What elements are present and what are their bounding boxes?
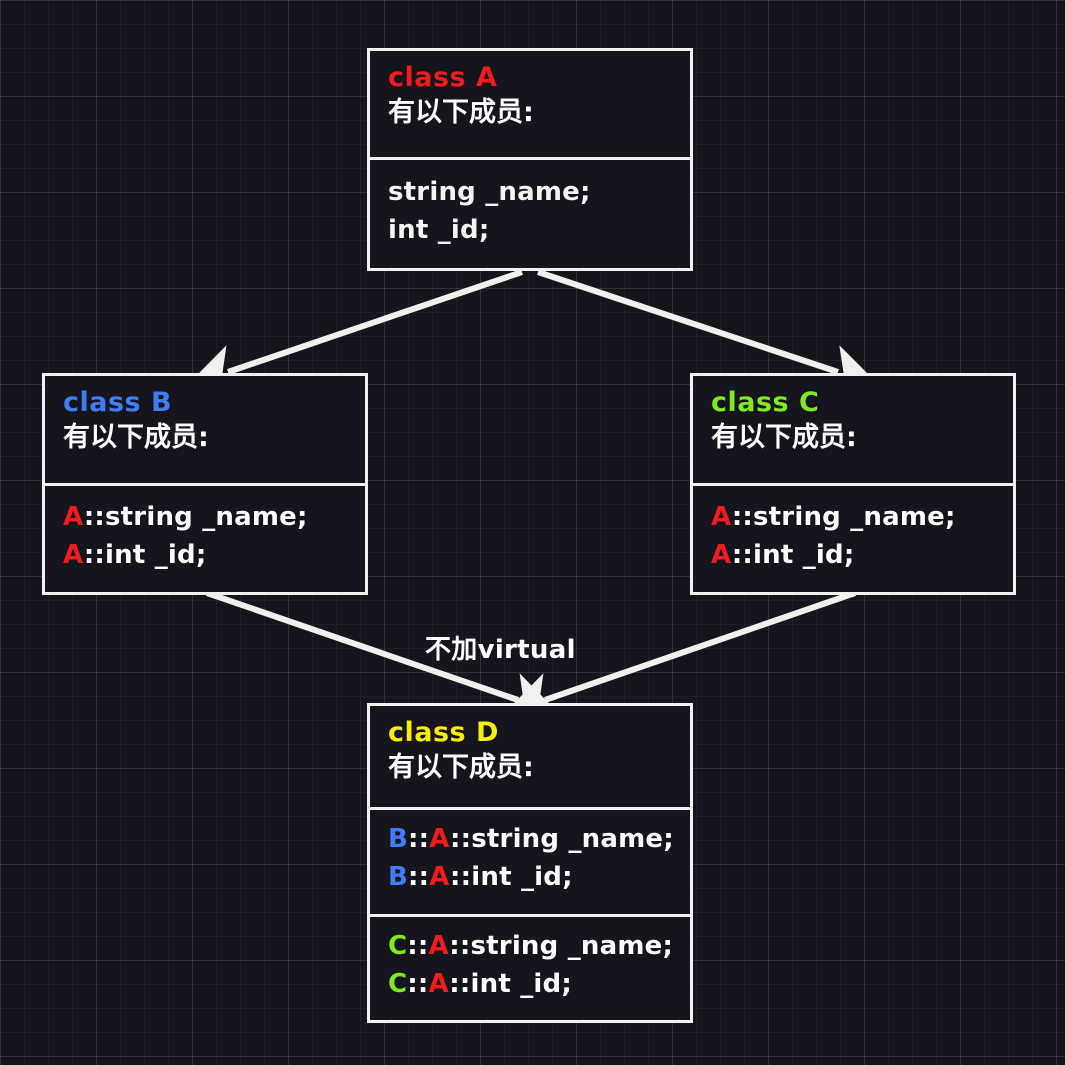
class-c-header-section: class C 有以下成员: [693, 376, 1013, 486]
class-a-member-1: string _name; [388, 177, 591, 207]
class-b-member-1-owner: A [63, 502, 84, 532]
class-d-name: D [476, 717, 499, 748]
edge-label-no-virtual: 不加virtual [425, 635, 576, 665]
class-b-header-section: class B 有以下成员: [45, 376, 365, 486]
class-d-b-member-2-sep: :: [408, 861, 430, 892]
class-d-b-member-1: B::A::string _name; [388, 821, 674, 859]
class-b-member-2-rest: ::int _id; [83, 539, 207, 570]
class-a-member-2: int _id; [388, 214, 490, 245]
class-d-b-member-2-rest: ::int _id; [450, 861, 573, 892]
class-d-members-section-b: B::A::string _name; B::A::int _id; [370, 810, 690, 917]
class-c-member-1: A::string _name; [711, 499, 995, 537]
class-d-b-member-1-owner: B [388, 824, 409, 854]
class-b-name: B [151, 387, 173, 418]
class-b-members-section: A::string _name; A::int _id; [45, 486, 365, 586]
class-b-member-1-rest: ::string _name; [83, 502, 308, 532]
class-c-heading: 有以下成员: [711, 421, 857, 453]
class-a-keyword: class [388, 62, 467, 93]
class-d-c-member-1: C::A::string _name; [388, 928, 674, 966]
class-d-b-member-2-base: A [429, 861, 451, 892]
class-b-member-2-owner: A [63, 539, 84, 570]
class-c-member-1-owner: A [711, 502, 732, 532]
class-d-b-member-1-sep: :: [408, 824, 430, 854]
class-d-b-member-2: B::A::int _id; [388, 859, 672, 897]
class-box-b[interactable]: class B 有以下成员: A::string _name; A::int _… [42, 373, 368, 595]
class-b-title: class B [63, 386, 347, 421]
class-d-c-member-1-rest: ::string _name; [449, 931, 674, 961]
class-d-keyword: class [388, 717, 467, 748]
class-d-c-member-2-owner: C [388, 968, 408, 999]
class-d-b-member-1-rest: ::string _name; [450, 824, 674, 854]
edge-a-to-c [537, 269, 881, 395]
class-c-keyword: class [711, 387, 790, 418]
class-d-header-section: class D 有以下成员: [370, 706, 690, 810]
class-c-members-section: A::string _name; A::int _id; [693, 486, 1013, 586]
class-c-member-1-rest: ::string _name; [731, 502, 956, 532]
edge-a-to-b [185, 269, 523, 395]
class-a-heading: 有以下成员: [388, 96, 534, 128]
class-c-member-2-owner: A [711, 539, 732, 570]
class-b-member-1: A::string _name; [63, 499, 347, 537]
class-a-title: class A [388, 61, 672, 96]
class-a-name: A [476, 62, 498, 93]
class-a-header-section: class A 有以下成员: [370, 51, 690, 160]
edge-c-to-d [503, 590, 856, 723]
class-a-members-section: string _name; int _id; [370, 160, 690, 261]
class-d-c-member-1-owner: C [388, 931, 408, 961]
class-d-b-member-1-base: A [429, 824, 451, 854]
class-b-heading: 有以下成员: [63, 421, 209, 453]
class-d-c-member-2-sep: :: [407, 968, 429, 999]
class-c-member-2: A::int _id; [711, 537, 995, 575]
class-d-members-section-c: C::A::string _name; C::A::int _id; [370, 917, 690, 1015]
class-c-member-2-rest: ::int _id; [731, 539, 855, 570]
class-d-c-member-1-base: A [428, 931, 450, 961]
class-d-c-member-2-base: A [428, 968, 450, 999]
class-d-heading: 有以下成员: [388, 751, 534, 783]
class-d-c-member-2: C::A::int _id; [388, 966, 672, 1004]
class-d-c-member-2-rest: ::int _id; [449, 968, 572, 999]
class-c-title: class C [711, 386, 995, 421]
class-box-a[interactable]: class A 有以下成员: string _name; int _id; [367, 48, 693, 271]
class-d-c-member-1-sep: :: [407, 931, 429, 961]
class-d-b-member-2-owner: B [388, 861, 409, 892]
class-box-c[interactable]: class C 有以下成员: A::string _name; A::int _… [690, 373, 1016, 595]
class-box-d[interactable]: class D 有以下成员: B::A::string _name; B::A:… [367, 703, 693, 1023]
class-d-title: class D [388, 716, 672, 751]
class-b-keyword: class [63, 387, 142, 418]
class-c-name: C [799, 387, 820, 418]
class-b-member-2: A::int _id; [63, 537, 347, 575]
